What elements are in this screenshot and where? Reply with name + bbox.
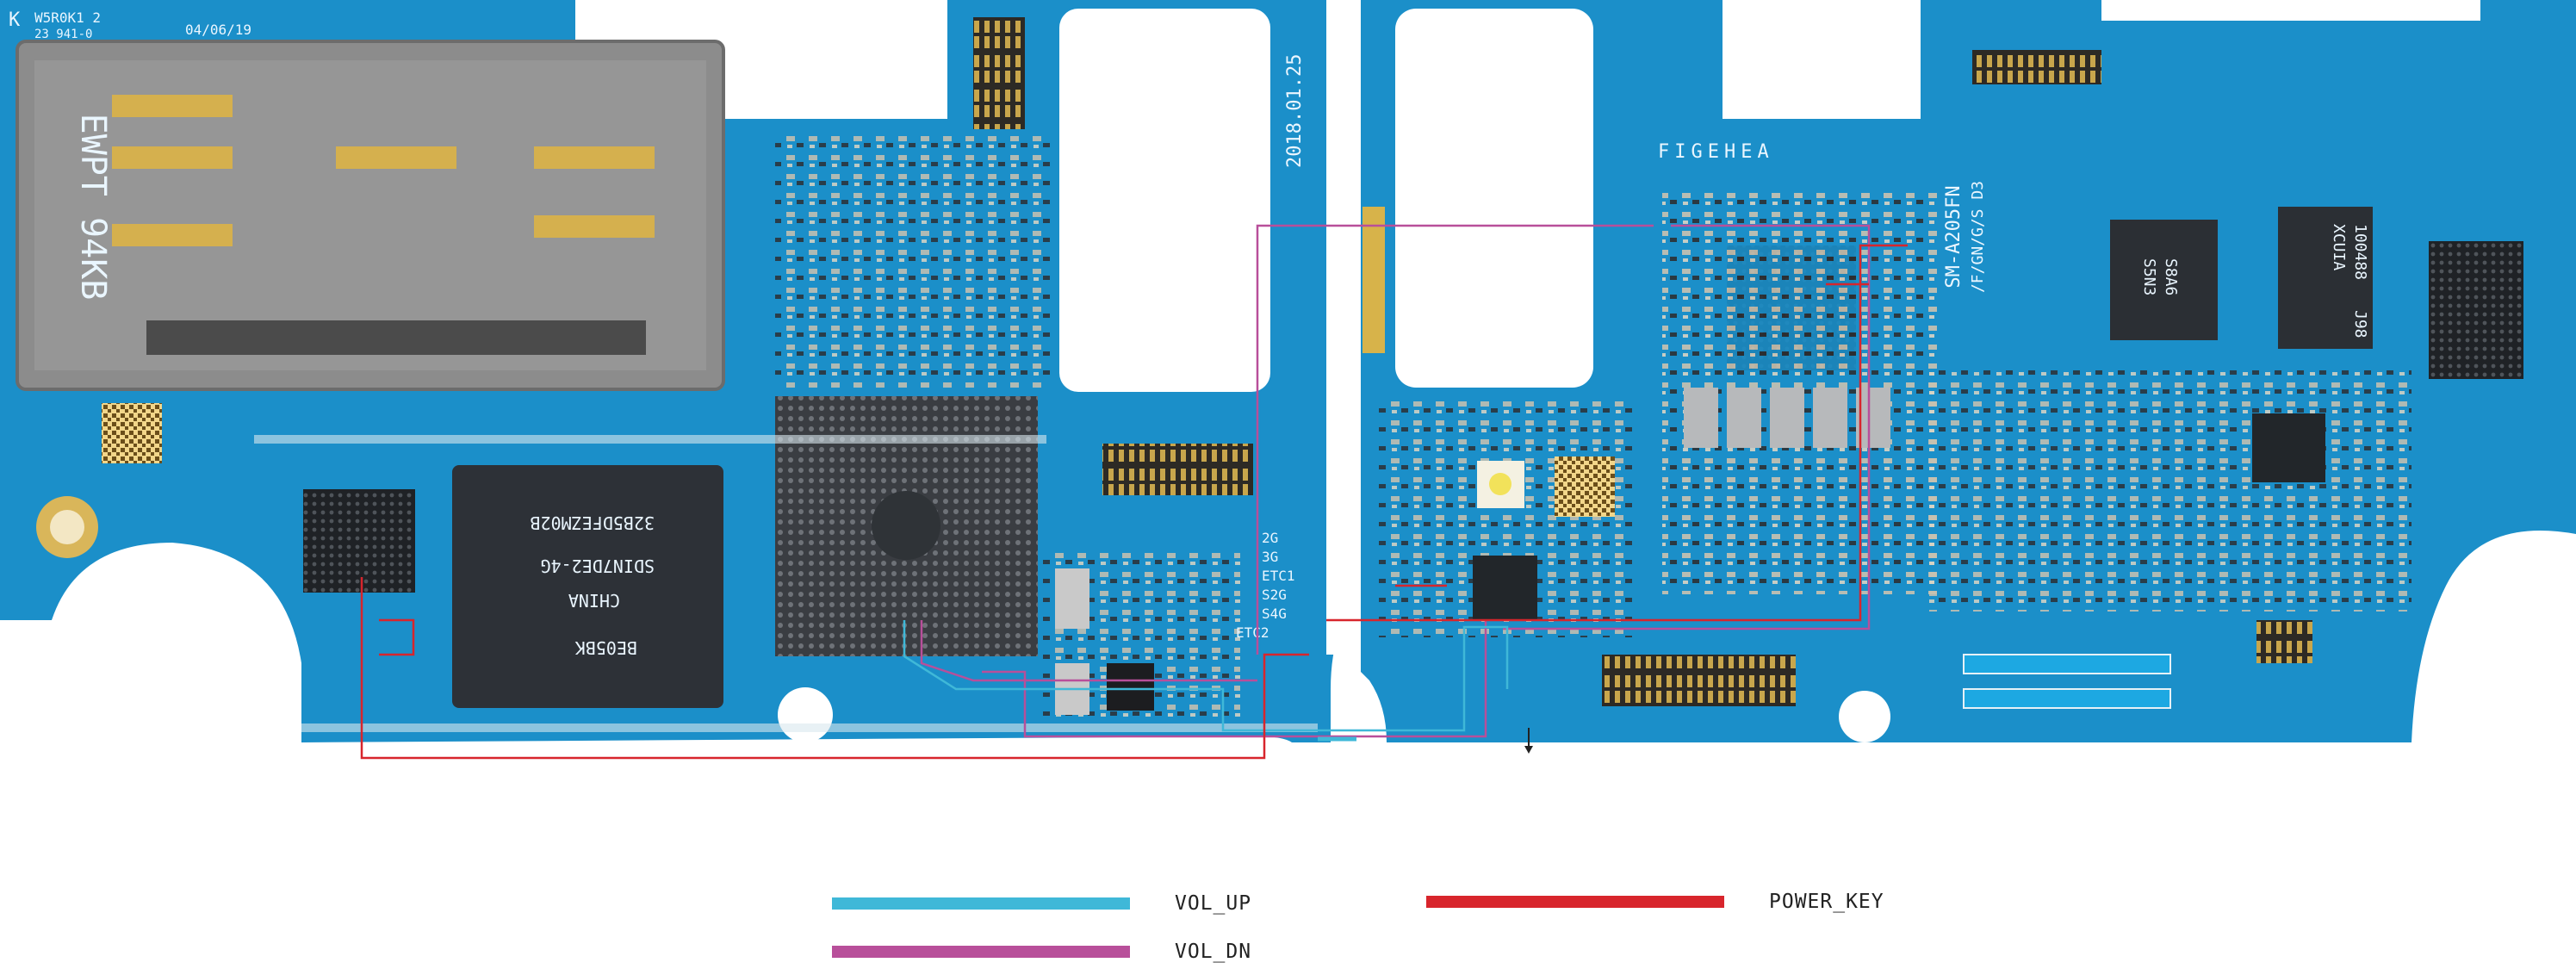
legend-swatch-vol-up bbox=[832, 897, 1130, 910]
qr-code-left bbox=[102, 403, 162, 463]
top-mid-label: FIGEHEA bbox=[1658, 141, 1774, 163]
cpu-right-chip bbox=[2110, 220, 2218, 340]
connector-bottom-right bbox=[1602, 655, 1796, 706]
legend-swatch-vol-dn bbox=[832, 946, 1130, 958]
bga-small bbox=[303, 489, 415, 593]
top-left-code: 23 941-0 bbox=[34, 28, 92, 41]
legend-label-vol-up: VOL_UP bbox=[1175, 892, 1252, 915]
svg-text:XCUIA: XCUIA bbox=[2330, 224, 2348, 270]
legend-vol-dn: VOL_DN bbox=[832, 941, 1251, 963]
vol-dn-trace bbox=[920, 224, 1871, 738]
side-label-3g: 3G bbox=[1262, 549, 1278, 565]
connector-mid-left bbox=[1102, 444, 1253, 495]
svg-text:32B5DFEZM02B: 32B5DFEZM02B bbox=[531, 512, 655, 533]
side-label-etc1: ETC1 bbox=[1262, 568, 1295, 584]
model-sub: /F/GN/G/S D3 bbox=[1969, 181, 1987, 293]
connector-top-left bbox=[973, 17, 1025, 129]
power-key-line bbox=[360, 577, 1309, 760]
svg-text:S5N3: S5N3 bbox=[2140, 258, 2158, 295]
vol-up-line bbox=[903, 620, 1509, 732]
legend-vol-up: VOL_UP bbox=[832, 892, 1251, 915]
qr-code-right bbox=[1555, 456, 1615, 517]
connector-top-right bbox=[1972, 50, 2101, 84]
top-left-mark-2: W5R0K1 2 bbox=[34, 9, 101, 26]
top-left-date: 04/06/19 bbox=[185, 22, 251, 38]
svg-text:S8A6: S8A6 bbox=[2162, 258, 2180, 295]
right-board: S5N3 S8A6 XCUIA 100488 J98 FIGEHEA SM-A2… bbox=[1361, 0, 2576, 742]
svg-text:J98: J98 bbox=[2351, 310, 2369, 338]
left-board: EWPT 94KB 32B5DFEZM02B SDIN7DE2-4G CHINA… bbox=[0, 0, 1361, 742]
legend-label-power-key: POWER_KEY bbox=[1769, 891, 1884, 913]
sim-tray: EWPT 94KB bbox=[16, 40, 725, 391]
legend-power-key: POWER_KEY bbox=[1426, 891, 1884, 913]
legend-swatch-power-key bbox=[1426, 896, 1724, 908]
side-label-etc2: ETC2 bbox=[1236, 624, 1269, 641]
side-label-2g: 2G bbox=[1262, 530, 1278, 546]
pmic-chip bbox=[2278, 207, 2373, 349]
power-key-trace bbox=[360, 244, 1908, 760]
svg-text:100488: 100488 bbox=[2351, 224, 2369, 280]
svg-text:CHINA: CHINA bbox=[568, 590, 620, 611]
emmc-chip: 32B5DFEZM02B SDIN7DE2-4G CHINA BE05BK bbox=[452, 465, 723, 708]
side-label-s4g: S4G bbox=[1262, 605, 1287, 622]
vol-up-trace bbox=[903, 620, 1509, 742]
svg-text:SDIN7DE2-4G: SDIN7DE2-4G bbox=[541, 556, 655, 576]
sim-tray-label: EWPT 94KB bbox=[73, 114, 113, 301]
vol-dn-line bbox=[1256, 224, 1654, 655]
model-label: SM-A205FN bbox=[1943, 185, 1965, 288]
legend-label-vol-dn: VOL_DN bbox=[1175, 941, 1252, 963]
date-code: 2018.01.25 bbox=[1284, 54, 1306, 168]
side-label-s2g: S2G bbox=[1262, 587, 1287, 603]
connector-fpc-right bbox=[1963, 654, 2171, 674]
svg-text:BE05BK: BE05BK bbox=[575, 637, 637, 658]
top-left-mark-1: K bbox=[9, 9, 21, 31]
